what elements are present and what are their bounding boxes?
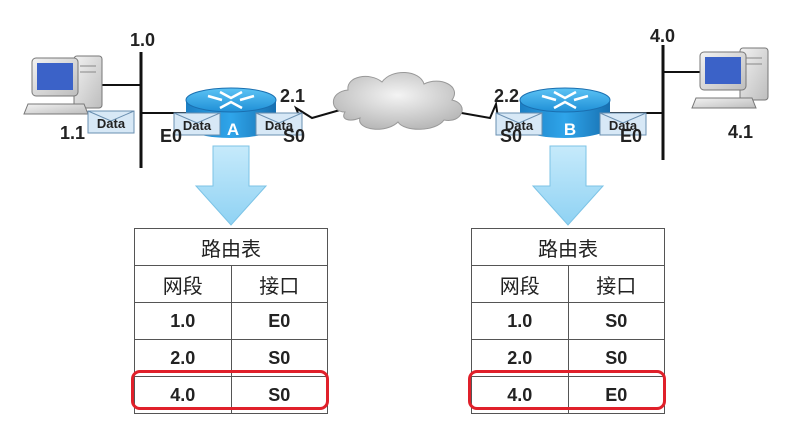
router-a-label: A (227, 120, 239, 139)
highlight-box-b (468, 370, 666, 410)
packet-label: Data (183, 118, 212, 133)
router-a-s0-label: S0 (283, 126, 306, 146)
down-arrow-icon-a (194, 145, 268, 226)
highlight-box-a (131, 370, 329, 410)
router-b-s0-label: S0 (500, 126, 523, 146)
computer-icon-right (691, 47, 769, 109)
router-b-label: B (564, 120, 576, 139)
packet-icon-host-left: Data (87, 110, 135, 134)
column-header-segment: 网段 (471, 265, 569, 303)
cell-interface: E0 (230, 302, 328, 340)
cell-segment: 1.0 (134, 302, 232, 340)
network-label-left: 1.0 (130, 30, 156, 50)
cell-interface: S0 (567, 302, 665, 340)
packet-label: Data (265, 118, 294, 133)
packet-icon-router-b-e0: Data (599, 112, 647, 136)
routing-table-title: 路由表 (471, 228, 665, 266)
host-address-left: 1.1 (60, 123, 86, 143)
router-b-e0-label: E0 (620, 126, 643, 146)
packet-label: Data (97, 116, 126, 131)
cloud-icon (332, 72, 463, 130)
packet-icon-router-a-e0: Data (173, 112, 221, 136)
network-label-right: 4.0 (650, 26, 676, 46)
packet-label: Data (505, 118, 534, 133)
routing-table-a: 路由表 网段 接口 1.0 E0 2.0 S0 4.0 S0 (134, 228, 328, 414)
packet-icon-router-a-s0: Data (255, 112, 303, 136)
table-row: 1.0 S0 (471, 302, 665, 340)
router-a-e0-label: E0 (160, 126, 183, 146)
router-a-serial-address: 2.1 (280, 86, 306, 106)
column-header-interface: 接口 (567, 265, 665, 303)
routing-table-title: 路由表 (134, 228, 328, 266)
routing-table-b: 路由表 网段 接口 1.0 S0 2.0 S0 4.0 E0 (471, 228, 665, 414)
column-header-segment: 网段 (134, 265, 232, 303)
packet-icon-router-b-s0: Data (495, 112, 543, 136)
column-header-interface: 接口 (230, 265, 328, 303)
down-arrow-icon-b (531, 145, 605, 226)
router-b-serial-address: 2.2 (494, 86, 520, 106)
host-address-right: 4.1 (728, 122, 754, 142)
table-row: 1.0 E0 (134, 302, 328, 340)
cell-segment: 1.0 (471, 302, 569, 340)
packet-label: Data (609, 118, 638, 133)
computer-icon-left (23, 55, 103, 115)
